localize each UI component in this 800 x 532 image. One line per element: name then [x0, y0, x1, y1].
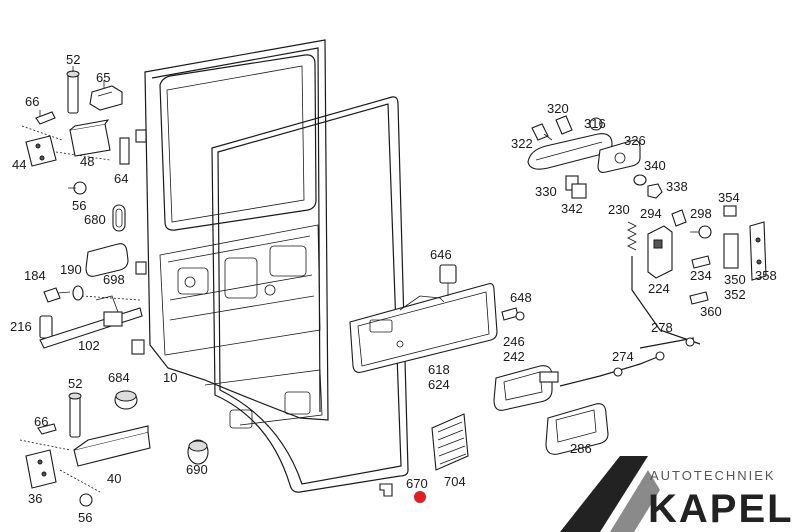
label-274: 274	[612, 349, 634, 364]
part-670	[379, 483, 426, 503]
label-48: 48	[80, 154, 94, 169]
label-56-top: 56	[72, 198, 86, 213]
label-330: 330	[535, 184, 557, 199]
label-670: 670	[406, 476, 428, 491]
label-52-bot: 52	[68, 376, 82, 391]
label-618: 618	[428, 362, 450, 377]
label-648: 648	[510, 290, 532, 305]
brand-name: KAPEL	[648, 487, 794, 531]
door-check-group	[39, 285, 143, 349]
label-340: 340	[644, 158, 666, 173]
part-698	[85, 243, 129, 277]
part-680	[112, 204, 126, 232]
brand-logo: AUTOTECHNIEK KAPEL	[560, 456, 794, 532]
red-marker-dot	[414, 491, 426, 503]
brand-top-text: AUTOTECHNIEK	[650, 468, 776, 483]
label-704: 704	[444, 474, 466, 489]
label-66-bot: 66	[34, 414, 48, 429]
label-690: 690	[186, 462, 208, 477]
label-320: 320	[547, 101, 569, 116]
label-242: 242	[503, 349, 525, 364]
label-64: 64	[114, 171, 128, 186]
label-190: 190	[60, 262, 82, 277]
label-298: 298	[690, 206, 712, 221]
label-10: 10	[163, 370, 177, 385]
label-44: 44	[12, 157, 26, 172]
upper-hinge-group	[21, 66, 130, 195]
label-646: 646	[430, 247, 452, 262]
label-684: 684	[108, 370, 130, 385]
label-65: 65	[96, 70, 110, 85]
label-360: 360	[700, 304, 722, 319]
label-184: 184	[24, 268, 46, 283]
label-230: 230	[608, 202, 630, 217]
door-shell	[131, 39, 329, 429]
door-seal	[211, 96, 409, 493]
label-286: 286	[570, 441, 592, 456]
label-246: 246	[503, 334, 525, 349]
part-704	[431, 413, 469, 471]
label-66-top: 66	[25, 94, 39, 109]
label-294: 294	[640, 206, 662, 221]
label-216: 216	[10, 319, 32, 334]
handle-surround	[545, 403, 609, 455]
label-680: 680	[84, 212, 106, 227]
label-224: 224	[648, 281, 670, 296]
label-342: 342	[561, 201, 583, 216]
label-278: 278	[651, 320, 673, 335]
label-326: 326	[624, 133, 646, 148]
label-316: 316	[584, 116, 606, 131]
label-350: 350	[724, 272, 746, 287]
inner-handle	[493, 365, 559, 411]
outer-handle-group	[527, 115, 663, 199]
label-698: 698	[103, 272, 125, 287]
label-624: 624	[428, 377, 450, 392]
label-40: 40	[107, 471, 121, 486]
label-52-top: 52	[66, 52, 80, 67]
label-322: 322	[511, 136, 533, 151]
lower-hinge-group	[19, 390, 209, 507]
label-352: 352	[724, 287, 746, 302]
label-56-bot: 56	[78, 510, 92, 525]
part-labels: 52 65 66 44 48 64 56 680 698 184 190 216…	[10, 52, 777, 525]
inner-trim-panel	[349, 264, 525, 373]
label-234: 234	[690, 268, 712, 283]
label-338: 338	[666, 179, 688, 194]
lock-mechanism-group	[559, 205, 767, 387]
label-358: 358	[755, 268, 777, 283]
label-354: 354	[718, 190, 740, 205]
label-36: 36	[28, 491, 42, 506]
label-102: 102	[78, 338, 100, 353]
